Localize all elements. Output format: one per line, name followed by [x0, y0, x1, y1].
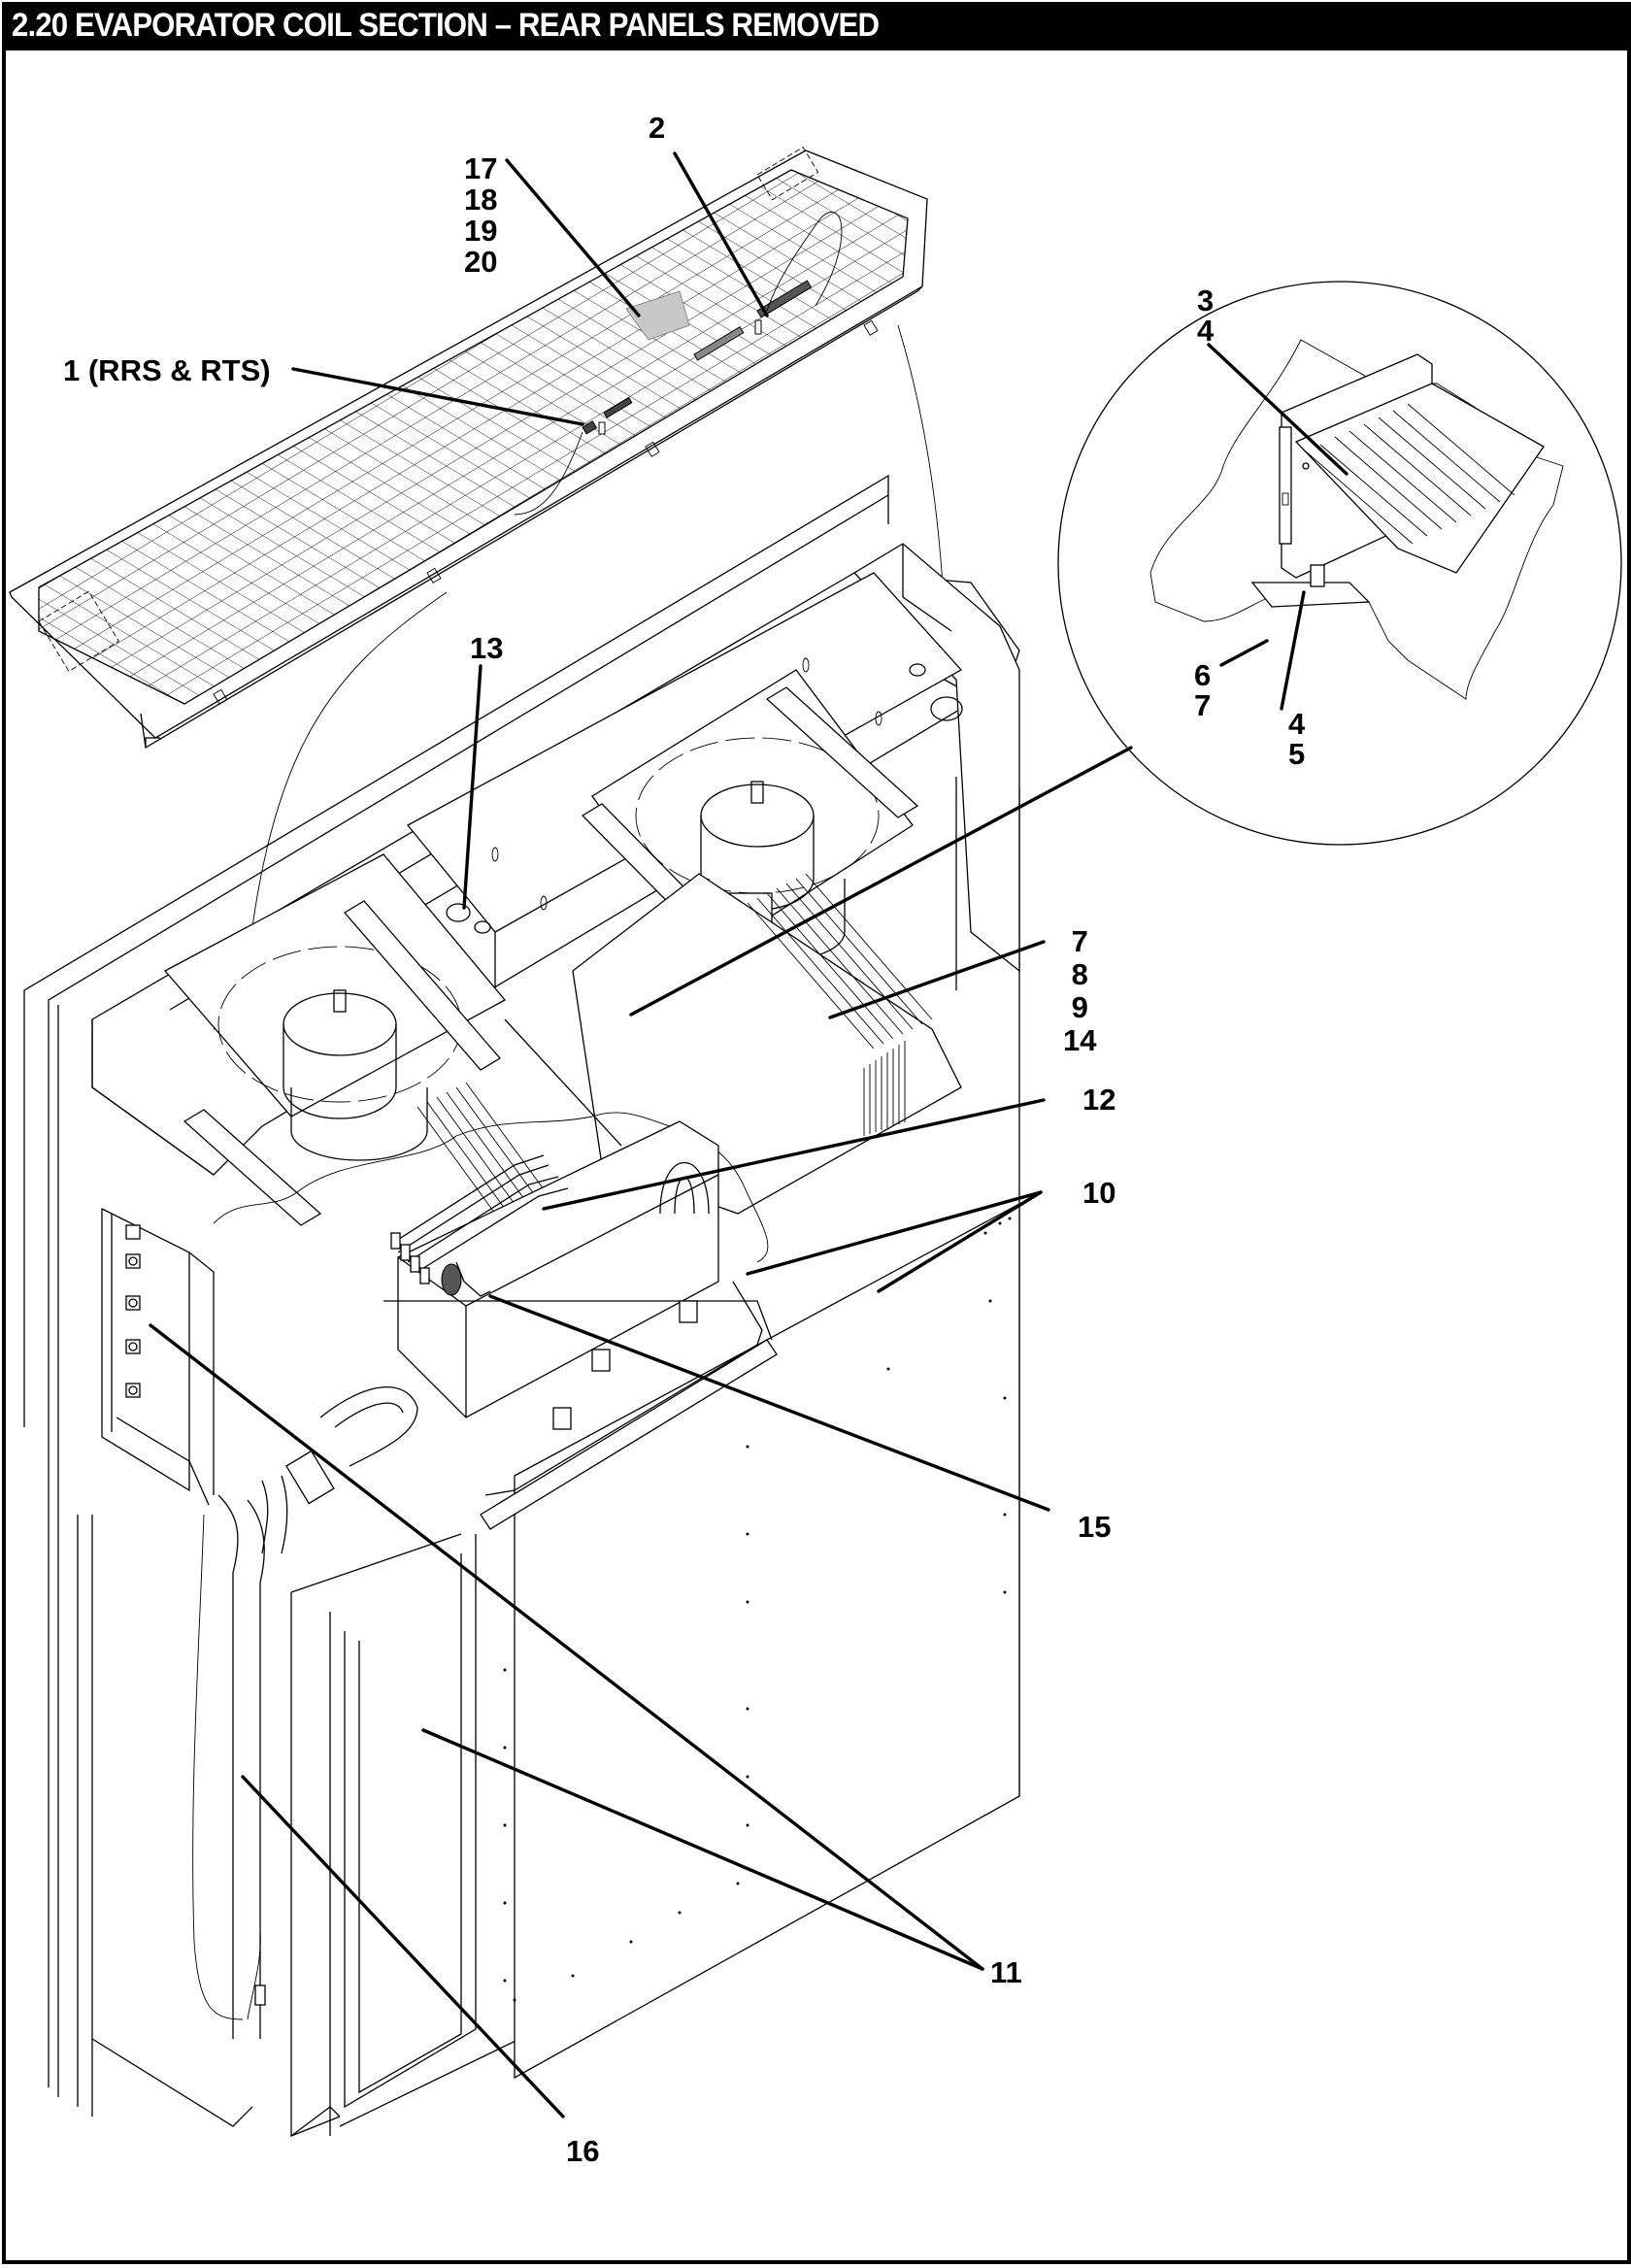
drain-hose — [192, 1386, 418, 2039]
left-control-panel — [101, 1207, 215, 1506]
callout-item: 13 — [470, 631, 504, 665]
callout-item: 17 — [464, 151, 498, 185]
callout-13: 13 — [470, 633, 503, 663]
leader-10a — [746, 1190, 1043, 1276]
leader-detail — [629, 746, 1133, 1017]
decal-label — [625, 290, 690, 341]
panel-rivets — [503, 1217, 1012, 2002]
callout-item: 18 — [464, 183, 498, 217]
leader-11b — [421, 1728, 984, 1971]
callout-item: 4 — [1197, 314, 1215, 348]
callout-item: 8 — [1071, 957, 1088, 991]
detail-callout-6-7: 6 7 — [1194, 660, 1211, 720]
callout-item: 11 — [990, 1955, 1022, 1989]
leader-2 — [673, 151, 769, 317]
leader-7 — [828, 940, 1046, 1019]
callout-item: 6 — [1194, 658, 1212, 692]
leader-1 — [291, 367, 584, 426]
leader-detail-6-7 — [1219, 639, 1269, 667]
callout-17-20: 17 18 19 20 — [464, 153, 497, 278]
callout-10: 10 — [1082, 1178, 1115, 1208]
return-air-grille — [9, 147, 928, 750]
sensor-rrs-rts — [582, 280, 813, 435]
leader-lines — [149, 151, 1348, 2118]
callout-12: 12 — [1082, 1084, 1115, 1115]
leader-15 — [488, 1294, 1050, 1512]
lower-access-panels — [77, 1515, 477, 2137]
leader-11a — [149, 1323, 984, 1971]
leader-detail-3-4 — [1207, 343, 1348, 476]
callout-item: 16 — [566, 2134, 600, 2168]
callout-item: 1 (RRS & RTS) — [63, 353, 271, 387]
callout-item: 7 — [1071, 924, 1088, 958]
leader-10b — [877, 1190, 1043, 1293]
callout-item: 12 — [1082, 1083, 1116, 1117]
drain-pan-assembly — [383, 1120, 778, 1530]
deck-holes — [446, 657, 963, 934]
callout-item: 10 — [1082, 1176, 1116, 1210]
leader-detail-4-5 — [1280, 590, 1306, 711]
callout-item: 9 — [1071, 990, 1088, 1024]
callout-item: 3 — [1197, 284, 1215, 317]
title-bar: 2.20 EVAPORATOR COIL SECTION – REAR PANE… — [2, 2, 1631, 50]
callout-7-14: 7 8 9 14 — [1063, 925, 1096, 1057]
page-title: 2.20 EVAPORATOR COIL SECTION – REAR PANE… — [12, 7, 880, 44]
callout-item: 4 — [1288, 707, 1306, 741]
callout-item: 19 — [464, 214, 498, 248]
callout-item: 14 — [1063, 1023, 1097, 1057]
sensor-mounting-detail-view — [1057, 281, 1622, 846]
callout-16: 16 — [566, 2136, 599, 2166]
leader-16 — [241, 1775, 565, 2118]
callout-2: 2 — [649, 113, 665, 143]
callout-item: 20 — [464, 245, 498, 279]
leader-17 — [505, 158, 641, 317]
evaporator-fan-left — [163, 853, 507, 1226]
callout-11: 11 — [990, 1957, 1022, 1987]
callout-item: 15 — [1078, 1510, 1112, 1544]
callout-item: 2 — [649, 111, 666, 145]
detail-callout-4-5: 4 5 — [1288, 709, 1305, 769]
callout-15: 15 — [1078, 1512, 1111, 1542]
callout-item: 7 — [1194, 688, 1212, 722]
leader-13 — [462, 664, 483, 910]
leader-12 — [542, 1098, 1046, 1211]
callout-item: 5 — [1288, 737, 1306, 771]
detail-callout-3-4: 3 4 — [1197, 285, 1214, 346]
panel-connector — [125, 1224, 141, 1398]
callout-1: 1 (RRS & RTS) — [63, 355, 271, 385]
